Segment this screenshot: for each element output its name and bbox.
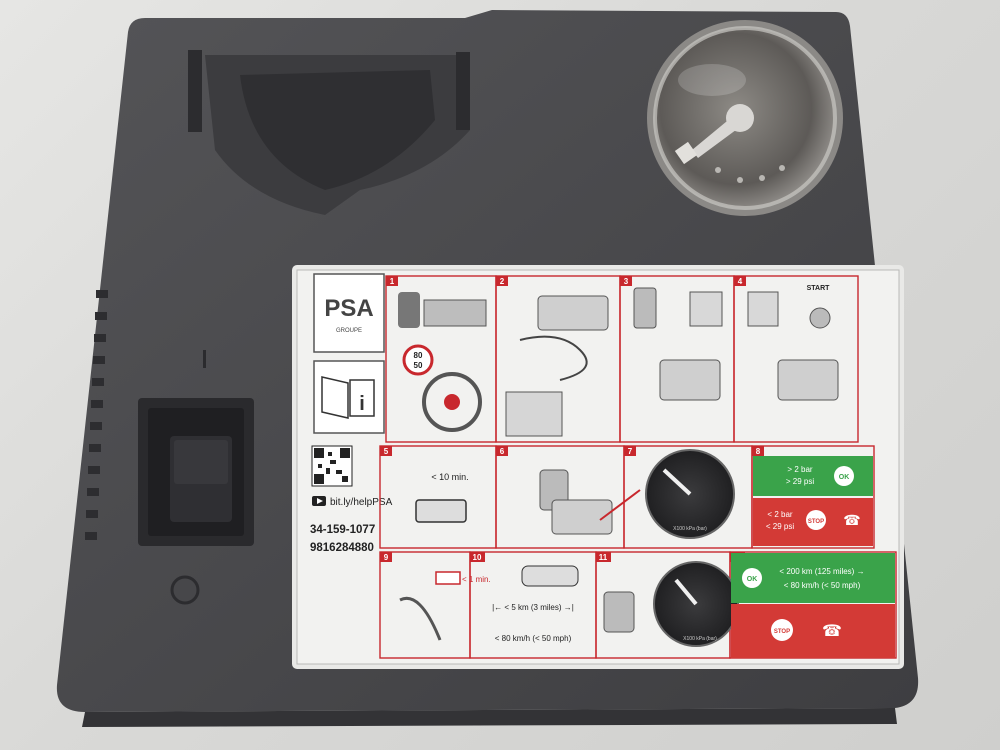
pressure-ok-1: > 2 bar bbox=[787, 465, 812, 474]
step-8-badge: 8 bbox=[756, 447, 761, 456]
distance-label: |← < 5 km (3 miles) →| bbox=[492, 603, 574, 612]
duration-label: < 10 min. bbox=[431, 472, 468, 482]
gauge-needle bbox=[674, 104, 754, 165]
step-2-illustration bbox=[505, 295, 609, 437]
svg-text:i: i bbox=[359, 393, 365, 415]
step-8-pressure-check: > 2 bar > 29 psi OK < 2 bar < 29 psi STO… bbox=[753, 456, 873, 546]
step-4-badge: 4 bbox=[738, 277, 743, 286]
part-number-1: 34-159-1077 bbox=[310, 524, 375, 536]
instruction-label: PSA GROUPE i bit.ly/helpPSA 34-159-107 bbox=[292, 265, 904, 669]
ok-badge-12: OK bbox=[747, 576, 758, 583]
step-10-badge: 10 bbox=[473, 553, 482, 562]
stop-badge-12: STOP bbox=[774, 629, 790, 635]
step-5-badge: 5 bbox=[384, 447, 389, 456]
pressure-ok-2: > 29 psi bbox=[786, 477, 814, 486]
switch-pictogram-icon bbox=[415, 499, 467, 523]
final-ok-2: < 80 km/h (< 50 mph) bbox=[784, 581, 861, 590]
brand-logo-text: PSA bbox=[324, 295, 373, 322]
info-manual-icon: i bbox=[313, 360, 385, 434]
phone-tow-icon: ☎ bbox=[843, 512, 860, 528]
pressure-gauge bbox=[647, 20, 843, 216]
step-9-badge: 9 bbox=[384, 553, 389, 562]
stop-badge-8: STOP bbox=[808, 519, 824, 525]
wait-label: < 1 min. bbox=[462, 575, 491, 584]
hose-storage-recess bbox=[188, 50, 470, 215]
step-5-illustration: < 10 min. bbox=[415, 472, 469, 523]
step-11-badge: 11 bbox=[599, 553, 608, 562]
step-1-illustration: 80 50 bbox=[398, 292, 487, 432]
start-button-icon bbox=[809, 307, 831, 329]
step-6-illustration bbox=[539, 469, 641, 535]
car-icon bbox=[521, 565, 579, 587]
speed-sign-top: 80 bbox=[414, 351, 423, 360]
ok-badge-8: OK bbox=[839, 474, 850, 481]
steering-wheel-icon bbox=[422, 372, 482, 432]
step-7-gauge-icon: X100 kPa (bar) bbox=[645, 449, 735, 539]
step-7-badge: 7 bbox=[628, 447, 633, 456]
speed-label: < 80 km/h (< 50 mph) bbox=[495, 634, 572, 643]
indicator-light bbox=[170, 575, 200, 605]
help-link-text: bit.ly/helpPSA bbox=[330, 497, 393, 508]
step-2-badge: 2 bbox=[500, 277, 505, 286]
pressure-low-2: < 29 psi bbox=[766, 522, 794, 531]
step-1-badge: 1 bbox=[390, 277, 395, 286]
qr-code-icon bbox=[311, 445, 353, 487]
brand-sub-text: GROUPE bbox=[336, 328, 362, 334]
switch-indicator-mark bbox=[203, 350, 206, 368]
pressure-low-1: < 2 bar bbox=[767, 510, 792, 519]
gauge-unit-11: X100 kPa (bar) bbox=[683, 636, 717, 642]
step-11-gauge-icon: X100 kPa (bar) bbox=[603, 561, 739, 647]
gauge-unit-7: X100 kPa (bar) bbox=[673, 526, 707, 532]
step-6-badge: 6 bbox=[500, 447, 505, 456]
phone-tow-icon-12: ☎ bbox=[822, 623, 842, 640]
brand-panel: PSA GROUPE bbox=[313, 273, 385, 353]
power-switch[interactable] bbox=[138, 398, 254, 546]
step-9-illustration: < 1 min. bbox=[399, 571, 491, 641]
final-ok-1: < 200 km (125 miles) → bbox=[779, 567, 864, 576]
side-vents bbox=[85, 290, 108, 540]
video-link: bit.ly/helpPSA bbox=[312, 496, 393, 508]
step-3-badge: 3 bbox=[624, 277, 629, 286]
step-3-4-illustration: START bbox=[633, 285, 839, 401]
step-badges: 1 2 3 4 5 6 7 8 9 10 11 12 bbox=[380, 276, 764, 562]
step-12-final-check: OK < 200 km (125 miles) → < 80 km/h (< 5… bbox=[731, 553, 895, 658]
speed-sign-bottom: 50 bbox=[414, 361, 423, 370]
part-number-2: 9816284880 bbox=[310, 542, 374, 554]
start-label: START bbox=[807, 285, 831, 292]
step-10-illustration: |← < 5 km (3 miles) →| < 80 km/h (< 50 m… bbox=[492, 565, 579, 643]
